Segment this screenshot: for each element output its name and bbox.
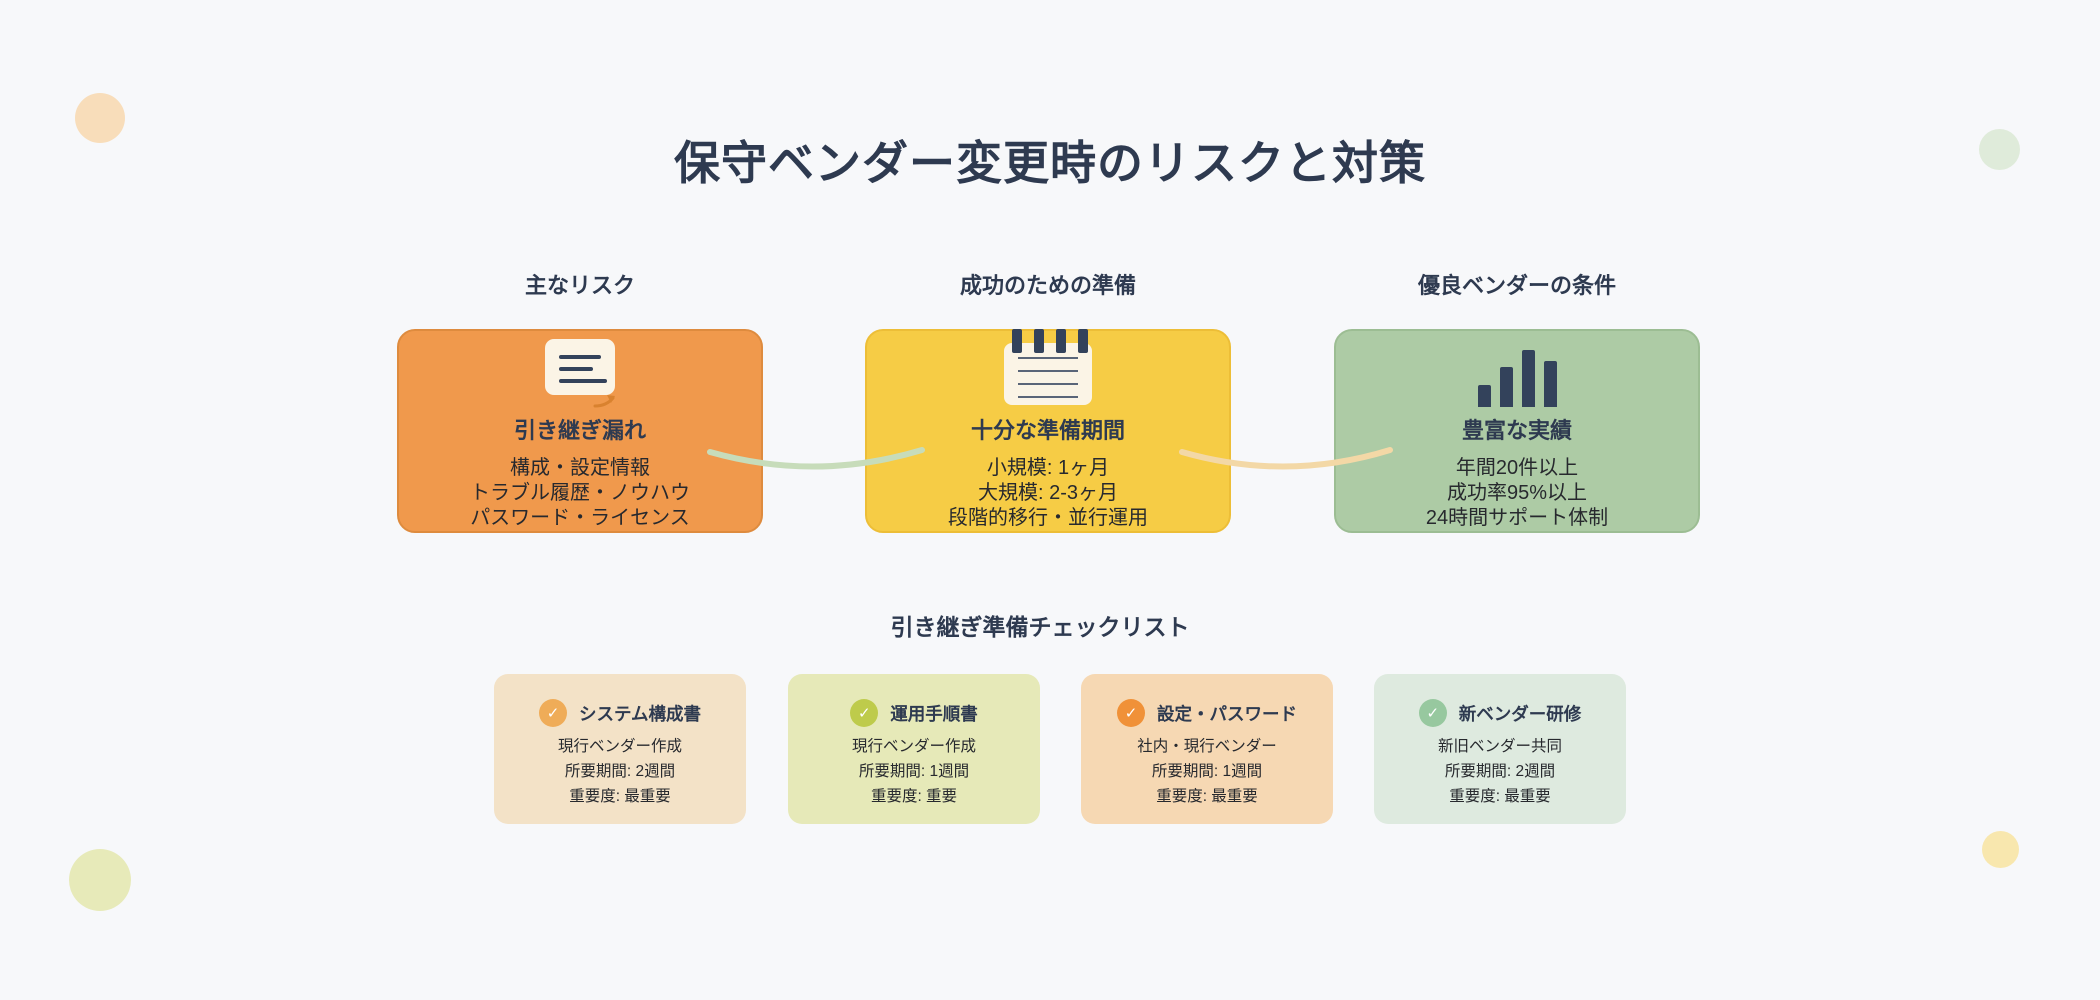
card-line: 年間20件以上	[1455, 457, 1579, 479]
checklist-item-title: 運用手順書	[890, 703, 978, 724]
card-title: 引き継ぎ漏れ	[513, 418, 646, 443]
card-line: 小規模: 1ヶ月	[986, 457, 1110, 479]
column-label: 優良ベンダーの条件	[1417, 273, 1616, 298]
card-line: 24時間サポート体制	[1425, 507, 1609, 529]
preparation-card: 十分な準備期間 小規模: 1ヶ月 大規模: 2-3ヶ月 段階的移行・並行運用	[865, 329, 1231, 533]
checklist-line: 所要期間: 2週間	[564, 763, 676, 780]
checklist-line: 所要期間: 1週間	[858, 763, 970, 780]
flow-column-vendor-conditions: 優良ベンダーの条件 豊富な実績 年間20件以上 成功率95%以上 24時間サポー…	[1334, 268, 1700, 533]
column-label: 成功のための準備	[959, 273, 1136, 298]
card-line: 段階的移行・並行運用	[948, 507, 1148, 529]
checklist-card-system-doc: ✓ システム構成書 現行ベンダー作成 所要期間: 2週間 重要度: 最重要	[494, 674, 746, 824]
checklist-card-new-vendor-training: ✓ 新ベンダー研修 新旧ベンダー共同 所要期間: 2週間 重要度: 最重要	[1374, 674, 1626, 824]
page-title: 保守ベンダー変更時のリスクと対策	[674, 136, 1426, 189]
check-icon: ✓	[850, 699, 879, 727]
checklist-card-ops-manual: ✓ 運用手順書 現行ベンダー作成 所要期間: 1週間 重要度: 重要	[788, 674, 1040, 824]
decorative-dot-top-right	[1979, 129, 2020, 170]
checklist-line: 新旧ベンダー共同	[1437, 738, 1562, 755]
checklist-line: 重要度: 最重要	[569, 788, 671, 805]
card-line: トラブル履歴・ノウハウ	[470, 482, 690, 504]
checklist-card-settings-passwords: ✓ 設定・パスワード 社内・現行ベンダー 所要期間: 1週間 重要度: 最重要	[1081, 674, 1333, 824]
checklist-item-title: 設定・パスワード	[1157, 703, 1297, 724]
checklist-line: 所要期間: 2週間	[1444, 763, 1556, 780]
bar-chart-icon	[1477, 350, 1557, 407]
notepad-icon	[1004, 329, 1092, 405]
checklist-item-title: システム構成書	[579, 703, 701, 724]
check-icon: ✓	[539, 699, 567, 727]
arrow-icon	[593, 395, 615, 408]
decorative-dot-top-left	[75, 93, 125, 143]
card-title: 豊富な実績	[1461, 418, 1572, 443]
card-line: パスワード・ライセンス	[470, 507, 690, 529]
flow-column-risks: 主なリスク 引き継ぎ漏れ 構成・設定情報 トラブル履歴・ノウハウ パスワード・ラ…	[397, 268, 763, 533]
risk-card: 引き継ぎ漏れ 構成・設定情報 トラブル履歴・ノウハウ パスワード・ライセンス	[397, 329, 763, 533]
checklist-line: 現行ベンダー作成	[557, 738, 682, 755]
column-label: 主なリスク	[524, 273, 635, 298]
checklist-line: 現行ベンダー作成	[851, 738, 976, 755]
card-line: 構成・設定情報	[510, 457, 650, 479]
checklist-line: 重要度: 最重要	[1156, 788, 1258, 805]
check-icon: ✓	[1117, 699, 1145, 727]
checklist-line: 社内・現行ベンダー	[1137, 738, 1277, 755]
card-title: 十分な準備期間	[970, 418, 1125, 443]
checklist-line: 重要度: 最重要	[1449, 788, 1551, 805]
card-line: 成功率95%以上	[1446, 482, 1588, 504]
vendor-card: 豊富な実績 年間20件以上 成功率95%以上 24時間サポート体制	[1334, 329, 1700, 533]
decorative-dot-bottom-right	[1982, 831, 2019, 868]
checklist-line: 重要度: 重要	[870, 788, 958, 805]
check-icon: ✓	[1418, 699, 1447, 727]
checklist-heading: 引き継ぎ準備チェックリスト	[890, 614, 1190, 640]
decorative-dot-bottom-left	[69, 849, 131, 911]
card-line: 大規模: 2-3ヶ月	[977, 482, 1119, 504]
flow-column-preparation: 成功のための準備 十分な準備期間 小規模: 1ヶ月 大規模: 2-3ヶ月 段	[865, 268, 1231, 533]
checklist-item-title: 新ベンダー研修	[1458, 703, 1582, 724]
checklist-line: 所要期間: 1週間	[1151, 763, 1263, 780]
document-icon	[545, 339, 615, 408]
